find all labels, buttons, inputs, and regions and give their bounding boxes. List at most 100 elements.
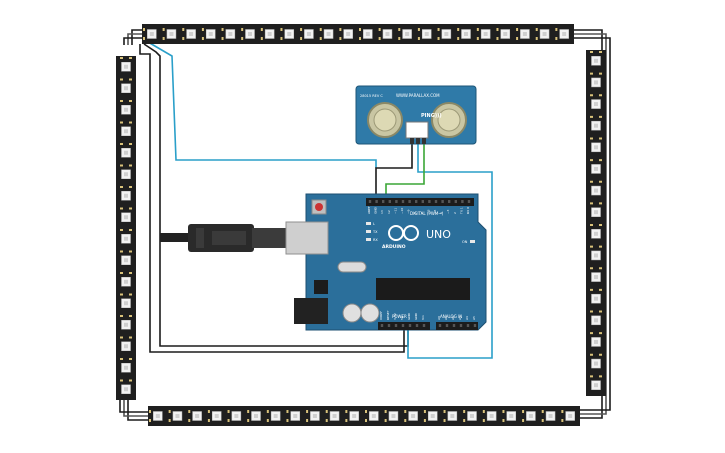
led-die — [124, 86, 128, 91]
pin-label: ~3 — [446, 209, 450, 214]
pin-label: RX 0 — [466, 207, 470, 214]
strip-pad — [306, 419, 309, 422]
strip-body — [148, 406, 580, 426]
strip-pad — [599, 51, 602, 53]
header-pin — [421, 200, 424, 203]
strip-pad — [417, 37, 420, 40]
wires — [119, 29, 611, 421]
strip-pad — [535, 28, 538, 31]
strip-pad — [221, 28, 224, 31]
strip-pad — [384, 410, 387, 413]
strip-pad — [168, 410, 171, 413]
pin-label: A3 — [458, 316, 462, 320]
strip-pad — [463, 419, 466, 422]
analog-label: ANALOG IN — [440, 314, 462, 319]
led-die — [594, 58, 598, 63]
header-pin — [441, 200, 444, 203]
header-pin — [415, 200, 418, 203]
strip-pad — [280, 28, 283, 31]
strip-pad — [541, 419, 544, 422]
strip-pad — [590, 375, 593, 378]
header-pin — [415, 324, 419, 327]
strip-pad — [590, 267, 593, 270]
led-die — [124, 365, 128, 370]
header-pin — [388, 200, 391, 203]
strip-pad — [247, 419, 250, 422]
strip-pad — [502, 410, 505, 413]
pin-label: A5 — [472, 316, 476, 320]
strip-pad — [590, 137, 593, 140]
strip-pad — [266, 419, 269, 422]
strip-pad — [398, 28, 401, 31]
led-strip-top — [142, 24, 574, 44]
strip-pad — [541, 410, 544, 413]
crystal — [337, 261, 367, 273]
indicator-label: TX — [372, 230, 378, 234]
strip-pad — [182, 37, 185, 40]
strip-pad — [120, 186, 123, 188]
led-die — [248, 32, 252, 36]
header-pin — [473, 324, 477, 327]
strip-pad — [599, 202, 602, 205]
led-die — [594, 123, 598, 128]
led-die — [124, 344, 128, 349]
strip-pad — [496, 37, 499, 40]
header-pin — [382, 200, 385, 203]
strip-pad — [555, 37, 558, 40]
indicator-label: L — [373, 222, 375, 226]
strip-pad — [260, 28, 263, 31]
strip-pad — [129, 358, 132, 360]
strip-pad — [496, 28, 499, 31]
pin-label: Vin — [421, 315, 425, 320]
pin-label: 8 — [413, 212, 417, 214]
pin-label: IOREF — [379, 311, 383, 320]
strip-pad — [280, 37, 283, 40]
strip-pad — [590, 94, 593, 97]
led-die — [489, 414, 494, 418]
strip-pad — [384, 419, 387, 422]
header-pin — [461, 200, 464, 203]
led-die — [293, 414, 298, 418]
indicator-leds: L TX RX ON — [366, 222, 475, 244]
header-pin — [448, 200, 451, 203]
usb-connector — [252, 228, 288, 248]
strip-pad — [325, 410, 328, 413]
strip-pad — [398, 37, 401, 40]
strip-pad — [590, 72, 593, 75]
header-pin — [387, 324, 391, 327]
ping-name: PING))) — [421, 113, 442, 119]
strip-pad — [443, 410, 446, 413]
strip-pad — [120, 250, 123, 253]
strip-pad — [590, 310, 593, 313]
led-die — [332, 414, 337, 418]
pin-label: 5V — [400, 315, 404, 320]
strip-pad — [599, 72, 602, 75]
led-die — [312, 414, 317, 418]
strip-pad — [120, 315, 123, 317]
pin-label: TX 1 — [459, 207, 463, 215]
strip-pad — [120, 164, 123, 167]
led-die — [568, 414, 573, 418]
strip-pad — [339, 28, 342, 31]
strip-pad — [241, 28, 244, 31]
strip-pad — [168, 419, 171, 422]
strip-pad — [266, 410, 269, 413]
strip-pad — [129, 315, 132, 317]
strip-pad — [590, 115, 593, 118]
strip-pad — [590, 51, 593, 53]
strip-pad — [404, 419, 407, 422]
led-die — [405, 32, 410, 36]
led-die — [470, 414, 474, 418]
pin-label: ~6 — [426, 209, 430, 214]
strip-pad — [365, 410, 367, 413]
strip-pad — [599, 353, 602, 356]
capacitor — [342, 303, 362, 323]
pin-label: A1 — [444, 316, 448, 320]
pin-label: 13 — [380, 210, 384, 214]
strip-pad — [260, 37, 263, 40]
led-die — [175, 414, 180, 418]
led-die — [594, 361, 598, 366]
led-strip-left — [116, 56, 136, 400]
strip-pad — [345, 410, 348, 413]
strip-pad — [162, 37, 165, 40]
